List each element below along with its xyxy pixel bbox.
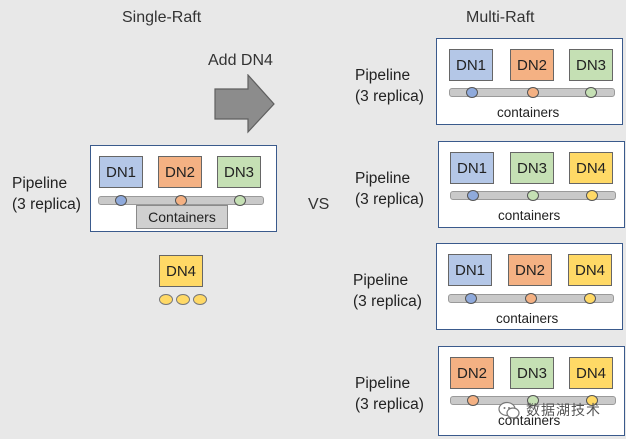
replica-dot: [586, 395, 598, 406]
multi-raft-heading: Multi-Raft: [466, 9, 535, 26]
replica-dot: [467, 190, 479, 201]
replica-dot: [586, 190, 598, 201]
pipeline-label: Pipeline (3 replica): [355, 168, 424, 210]
pipeline-label-line1: Pipeline: [355, 375, 411, 392]
dn-node: DN2: [450, 357, 494, 389]
multi-raft-pipeline-box: DN1 DN3 DN4 containers: [438, 141, 625, 228]
pipeline-label-line2: (3 replica): [355, 396, 424, 413]
dn-node: DN4: [569, 152, 613, 184]
dn-node: DN4: [568, 254, 612, 286]
pipeline-label: Pipeline (3 replica): [355, 373, 424, 415]
pipeline-label-line1: Pipeline: [353, 272, 409, 289]
wechat-icon: [498, 401, 520, 419]
dn-node: DN1: [450, 152, 494, 184]
replica-dot: [193, 294, 207, 305]
dn-node: DN3: [510, 152, 554, 184]
watermark-text: 数据湖技术: [526, 402, 601, 418]
replica-dot: [527, 87, 539, 98]
pipeline-label-line2: (3 replica): [353, 293, 422, 310]
containers-label: containers: [496, 311, 559, 326]
dn-node: DN2: [510, 49, 554, 81]
pipeline-label: Pipeline (3 replica): [355, 65, 424, 107]
pipeline-label: Pipeline (3 replica): [12, 173, 81, 215]
pipeline-label-line2: (3 replica): [12, 196, 81, 213]
replica-dot: [234, 195, 246, 206]
dn-node: DN2: [158, 156, 202, 188]
dn-node: DN1: [448, 254, 492, 286]
new-dn-node: DN4: [159, 255, 203, 287]
replica-dot: [465, 293, 477, 304]
single-raft-pipeline-box: DN1 DN2 DN3 Containers: [90, 145, 277, 232]
multi-raft-pipeline-box: DN1 DN2 DN4 containers: [436, 243, 623, 330]
replica-dot: [585, 87, 597, 98]
single-raft-heading: Single-Raft: [122, 9, 202, 26]
dn-node: DN3: [569, 49, 613, 81]
multi-raft-pipeline-box: DN2 DN3 DN4 containers: [438, 346, 625, 436]
replica-dot: [115, 195, 127, 206]
replication-bar: [450, 395, 616, 406]
replica-dot: [584, 293, 596, 304]
dn-node: DN3: [510, 357, 554, 389]
replica-dot: [159, 294, 173, 305]
pipeline-label-line1: Pipeline: [12, 175, 68, 192]
dn-node: DN1: [99, 156, 143, 188]
pipeline-label: Pipeline (3 replica): [353, 270, 422, 312]
pipeline-label-line2: (3 replica): [355, 191, 424, 208]
containers-box: Containers: [136, 205, 228, 229]
replica-dot: [527, 190, 539, 201]
containers-label: containers: [497, 105, 560, 120]
dn-node: DN2: [508, 254, 552, 286]
dn-node: DN1: [449, 49, 493, 81]
right-arrow-icon: [214, 74, 275, 134]
multi-raft-pipeline-box: DN1 DN2 DN3 containers: [436, 38, 623, 125]
replication-bar: [98, 195, 264, 206]
pipeline-label-line1: Pipeline: [355, 67, 411, 84]
replication-bar: [449, 87, 615, 98]
replica-dot: [466, 87, 478, 98]
replication-bar: [450, 190, 616, 201]
replica-dot: [176, 294, 190, 305]
vs-label: VS: [308, 196, 330, 213]
containers-label: containers: [498, 208, 561, 223]
watermark: 数据湖技术: [498, 400, 601, 420]
add-dn4-label: Add DN4: [208, 52, 273, 69]
replica-dot: [527, 395, 539, 406]
pipeline-label-line2: (3 replica): [355, 88, 424, 105]
replica-dot: [525, 293, 537, 304]
dn-node: DN4: [569, 357, 613, 389]
pipeline-label-line1: Pipeline: [355, 170, 411, 187]
replica-dot: [467, 395, 479, 406]
replication-bar: [448, 293, 614, 304]
dn-node: DN3: [217, 156, 261, 188]
